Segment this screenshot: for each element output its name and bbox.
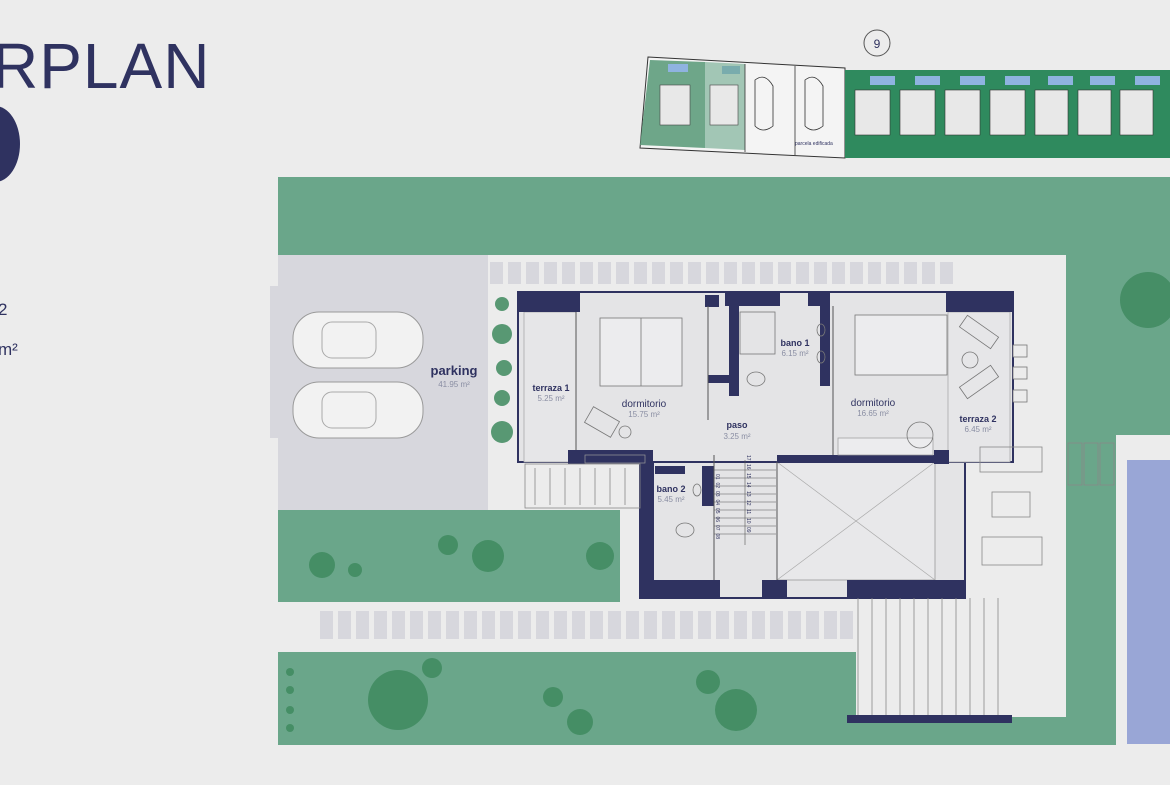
label-bano-1: bano 1 [780,338,809,348]
label-terraza-2: terraza 2 [959,414,996,424]
area-terraza-1: 5.25 m² [537,394,564,403]
site-plan: 9 parcela edificada [639,29,1170,159]
area-terraza-2: 6.45 m² [964,425,991,434]
stair-number-left: 07 [714,525,720,531]
label-terraza-1: terraza 1 [532,383,569,393]
stair-number-right: 13 [745,491,751,497]
car-2 [292,381,424,439]
stair-number-right: 15 [745,473,751,479]
stair-number-left: 05 [714,508,720,514]
area-bano-2: 5.45 m² [657,495,684,504]
stair-number-right: 11 [745,509,751,514]
stair-number-right: 16 [745,464,751,470]
label-parking: parking [431,363,478,378]
stair-number-left: 06 [714,517,720,523]
stair-number-right: 10 [745,518,751,524]
label-dormitorio-2: dormitorio [851,398,896,409]
trees [286,272,1170,735]
area-bano-1: 6.15 m² [781,349,808,358]
area-dormitorio-1: 15.75 m² [628,410,660,419]
stair-number-left: 01 [714,474,720,480]
stair-number-right: 09 [745,527,751,533]
house [517,291,1115,723]
label-bano-2: bano 2 [656,484,685,494]
area-parking: 41.95 m² [438,380,470,389]
area-dormitorio-2: 16.65 m² [857,409,889,418]
label-paso: paso [726,420,748,430]
page-title: RPLAN [0,30,211,102]
stair-number-right: 14 [745,482,751,488]
staircase [714,460,776,545]
area-paso: 3.25 m² [723,432,750,441]
area-unit-1: 2 [0,300,8,319]
lot-number: 9 [874,37,881,51]
area-unit-2: m² [0,340,18,359]
stair-number-left: 03 [714,491,720,497]
stair-number-left: 08 [714,534,720,540]
stair-number-left: 02 [714,483,720,489]
site-annotation: parcela edificada [795,141,833,147]
car-1 [292,311,424,369]
stair-numbers: 01 02 03 04 05 06 07 08 17 16 15 14 13 12 11 10 09 [714,455,751,539]
label-dormitorio-1: dormitorio [622,399,667,410]
stair-number-left: 04 [714,500,720,506]
decorative-circle [0,106,20,182]
stair-number-right: 12 [745,500,751,506]
stair-number-right: 17 [745,455,751,461]
paving-tiles [320,262,953,639]
pool [1127,460,1170,744]
